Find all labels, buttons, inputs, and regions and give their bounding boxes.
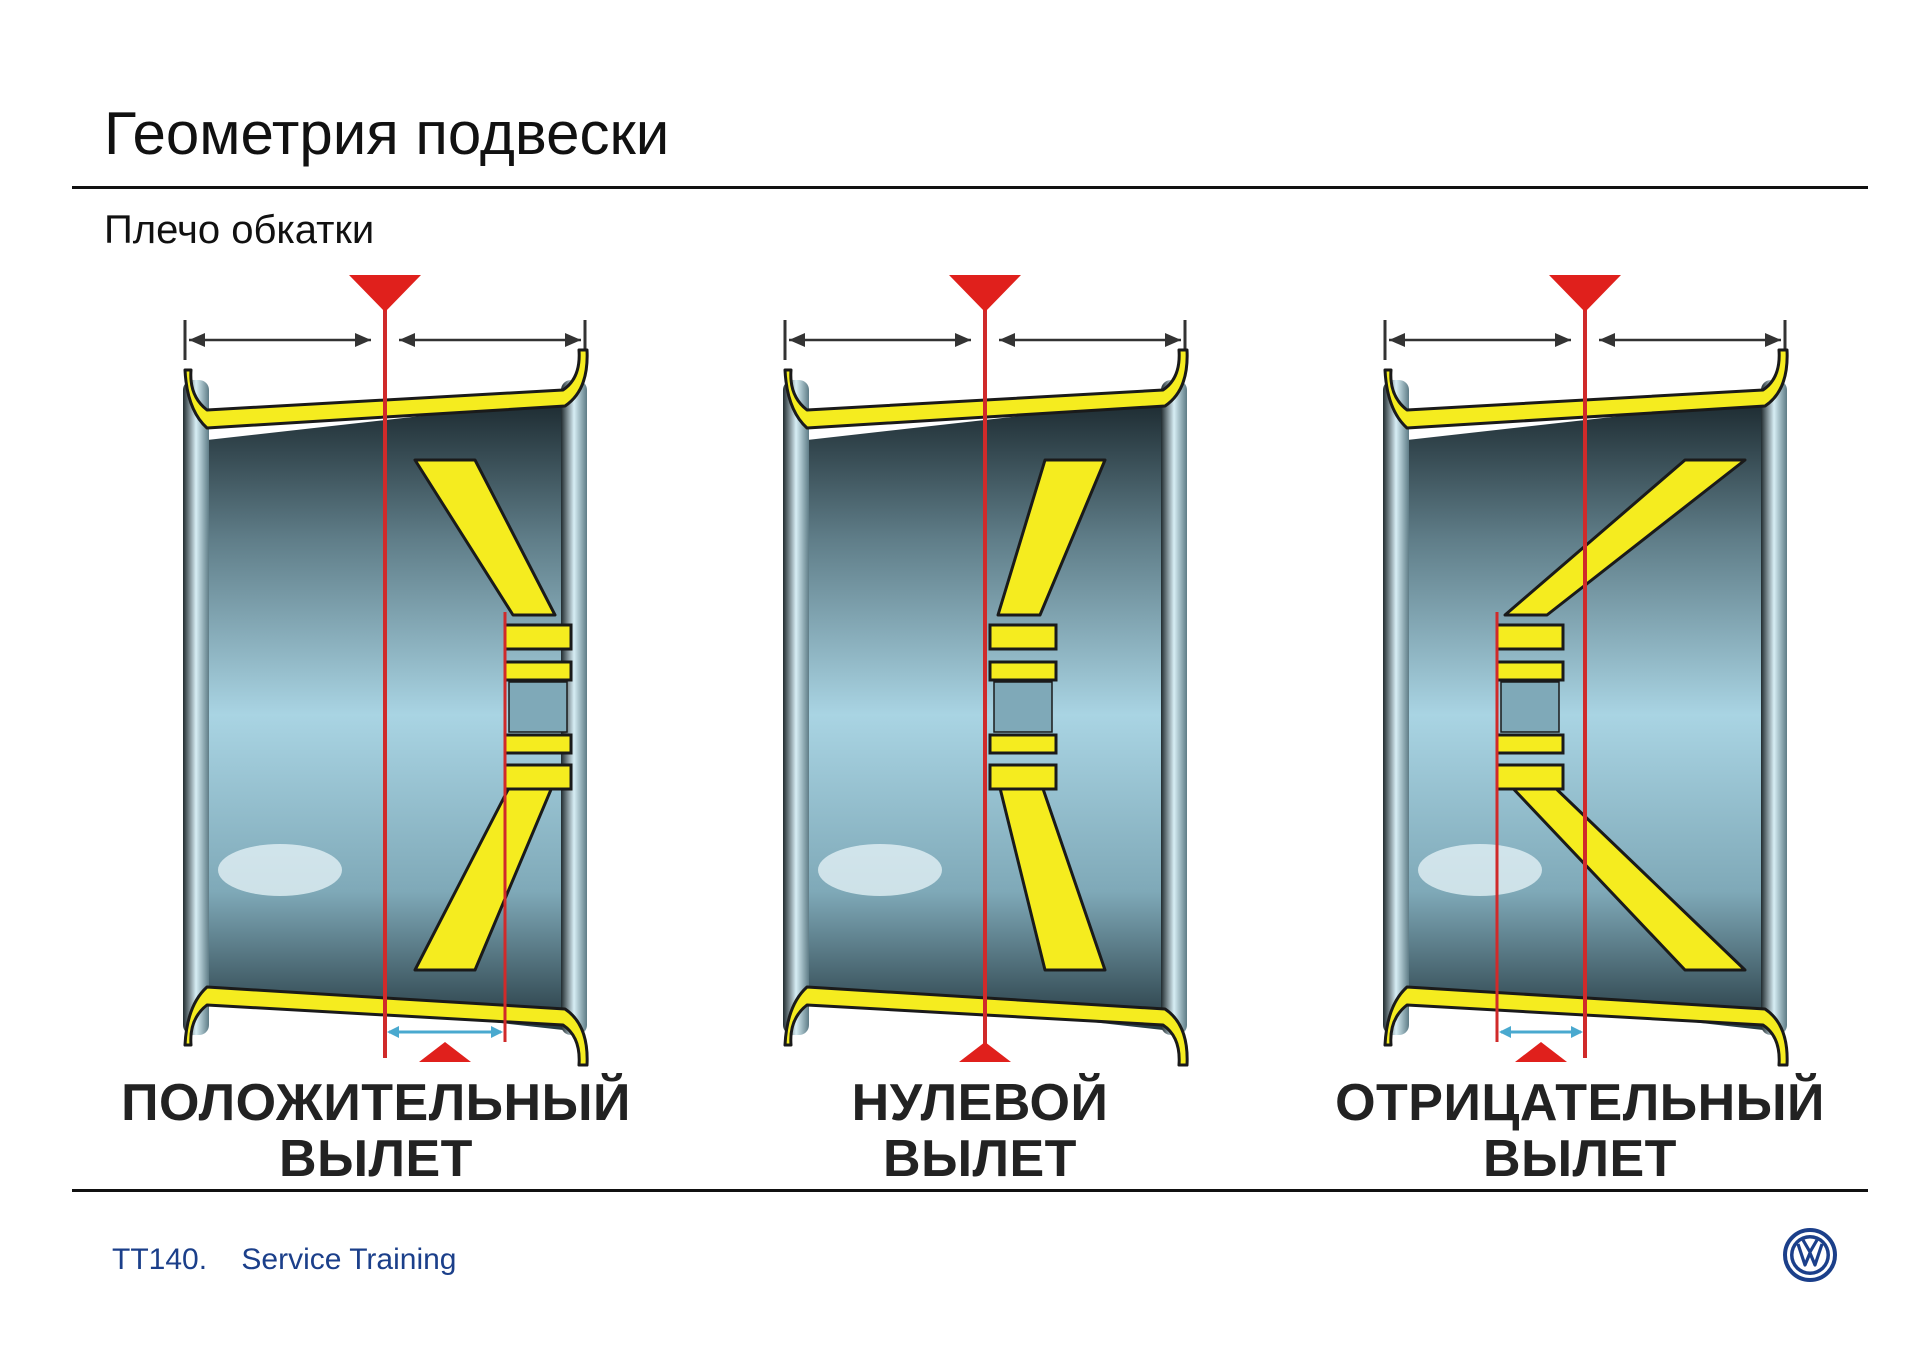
- dimension-arrow: [1765, 333, 1781, 347]
- wheel-disc-upper: [1503, 458, 1747, 617]
- rim-lip-right: [1761, 380, 1787, 1035]
- offset-arrow: [1571, 1026, 1583, 1038]
- rim-lip-left: [183, 380, 209, 1035]
- positive-offset-label-line2: ВЫЛЕТ: [279, 1130, 473, 1188]
- offset-marker-bottom: [1515, 1042, 1567, 1062]
- wheel-disc-upper: [996, 458, 1107, 617]
- negative-offset-label-line2: ВЫЛЕТ: [1483, 1130, 1677, 1188]
- rim-lip-right: [561, 380, 587, 1035]
- positive-offset-diagram: [183, 275, 589, 1067]
- center-bore: [1500, 681, 1560, 733]
- offset-marker-bottom: [959, 1042, 1011, 1062]
- rim-lip-left: [783, 380, 809, 1035]
- rim-flange-top: [783, 348, 1189, 430]
- dimension-arrow: [1165, 333, 1181, 347]
- rim-flange-bottom: [1383, 985, 1789, 1067]
- title-divider: [72, 186, 1868, 189]
- dimension-arrow: [1389, 333, 1405, 347]
- rim-flange-top: [183, 348, 589, 430]
- dimension-arrow: [399, 333, 415, 347]
- hub-flange: [503, 733, 573, 755]
- positive-offset-label: ПОЛОЖИТЕЛЬНЫЙ ВЫЛЕТ: [96, 1075, 656, 1187]
- positive-offset-label-line1: ПОЛОЖИТЕЛЬНЫЙ: [121, 1074, 631, 1132]
- dimension-arrow: [955, 333, 971, 347]
- hub-flange-lower: [503, 763, 573, 791]
- dimension-arrow: [1599, 333, 1615, 347]
- negative-offset-diagram: [1383, 275, 1789, 1067]
- footer-divider: [72, 1189, 1868, 1192]
- hub-flange: [988, 660, 1058, 682]
- rim-flange-top: [1383, 348, 1789, 430]
- wheel-disc-upper: [413, 458, 557, 617]
- barrel-highlight: [218, 844, 342, 896]
- dimension-arrow: [565, 333, 581, 347]
- offset-marker-bottom: [419, 1042, 471, 1062]
- hub-flange-upper: [1495, 623, 1565, 651]
- negative-offset-label: ОТРИЦАТЕЛЬНЫЙ ВЫЛЕТ: [1300, 1075, 1860, 1187]
- hub-flange-lower: [988, 763, 1058, 791]
- dimension-arrow: [355, 333, 371, 347]
- footer-course-code: TT140.: [112, 1243, 208, 1276]
- dimension-arrow: [189, 333, 205, 347]
- hub-flange: [1495, 660, 1565, 682]
- center-bore: [508, 681, 568, 733]
- dimension-arrow: [1555, 333, 1571, 347]
- footer: TT140. Service Training: [112, 1245, 457, 1275]
- offset-arrow: [491, 1026, 503, 1038]
- hub-flange-lower: [1495, 763, 1565, 791]
- rim-lip-right: [1161, 380, 1187, 1035]
- dimension-arrow: [999, 333, 1015, 347]
- barrel-highlight: [818, 844, 942, 896]
- hub-flange: [988, 733, 1058, 755]
- hub-flange: [503, 660, 573, 682]
- dimension-arrow: [789, 333, 805, 347]
- negative-offset-label-line1: ОТРИЦАТЕЛЬНЫЙ: [1335, 1074, 1825, 1132]
- rim-flange-bottom: [183, 985, 589, 1067]
- page-subtitle: Плечо обкатки: [104, 208, 375, 252]
- offset-arrow: [387, 1026, 399, 1038]
- centerline-marker-top: [349, 275, 421, 312]
- zero-offset-diagram: [783, 275, 1189, 1067]
- centerline-marker-top: [1549, 275, 1621, 312]
- hub-flange-upper: [503, 623, 573, 651]
- zero-offset-label-line1: НУЛЕВОЙ: [851, 1074, 1109, 1132]
- rim-flange-bottom: [783, 985, 1189, 1067]
- hub-flange: [1495, 733, 1565, 755]
- offset-arrow: [1499, 1026, 1511, 1038]
- zero-offset-label-line2: ВЫЛЕТ: [883, 1130, 1077, 1188]
- zero-offset-label: НУЛЕВОЙ ВЫЛЕТ: [700, 1075, 1260, 1187]
- footer-label: Service Training: [241, 1243, 457, 1276]
- centerline-marker-top: [949, 275, 1021, 312]
- rim-lip-left: [1383, 380, 1409, 1035]
- hub-flange-upper: [988, 623, 1058, 651]
- volkswagen-logo-icon: [1783, 1228, 1837, 1282]
- page-title: Геометрия подвески: [104, 100, 670, 167]
- barrel-highlight: [1418, 844, 1542, 896]
- center-bore: [993, 681, 1053, 733]
